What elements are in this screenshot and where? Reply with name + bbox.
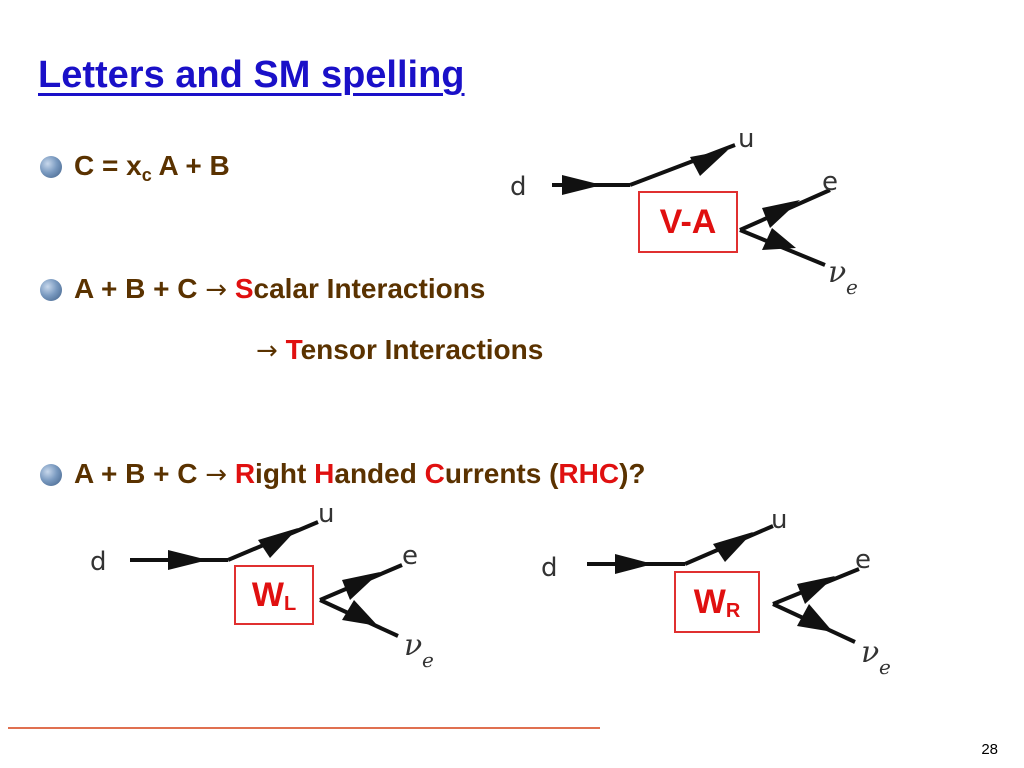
nu-sub-label: e [846,275,858,299]
arrow-icon [762,200,800,228]
d-label: d [541,553,558,583]
bullet-icon [40,156,62,178]
bullet-3-r: R [234,458,256,489]
bullet-2-lhs: A + B + C [74,273,206,304]
arrow-icon [615,554,653,574]
nu-label: ν [828,255,846,290]
w-right-main: W [693,582,726,621]
bullet-2b-t: T [285,334,301,365]
d-label: d [90,547,107,577]
page-title: Letters and SM spelling [38,54,465,96]
bullet-3-rhc: RHC [558,458,620,489]
e-label: e [855,545,871,575]
arrow-icon [562,175,602,195]
arrow-icon [713,532,753,562]
feynman-diagram-wl: d u e ν e [90,499,434,672]
arrow-icon [797,576,835,604]
bullet-2b: → Tensor Interactions [256,334,543,366]
bullet-1-c: C = x [74,150,142,181]
bullet-2-s: S [234,273,254,304]
bullet-1-rest: A + B [151,150,230,181]
u-label: u [771,505,787,535]
bullet-3-lhs: A + B + C [74,458,206,489]
arrow-icon [690,150,728,176]
arrow-icon [342,600,378,626]
feynman-diagram-vma: d u e ν e [510,124,858,299]
right-arrow-icon: → [205,460,228,490]
bullet-3-h: H [314,458,335,489]
bullet-3-c: C [424,458,445,489]
arrow-icon [762,228,796,250]
bullet-1-sub: c [141,165,152,185]
w-left-main: W [251,575,284,614]
u-label: u [738,124,754,154]
nu-sub-label: e [879,655,891,679]
w-left-sub: L [283,592,297,615]
v-minus-a-label: V-A [638,191,738,253]
bullet-3-urrents: urrents ( [444,458,559,489]
u-label: u [318,499,334,529]
bullet-2b-tensor: ensor Interactions [300,334,544,365]
right-arrow-icon: → [256,336,278,366]
u-quark-line [629,143,736,187]
arrow-icon [342,572,380,600]
footer-divider [8,727,600,729]
d-label: d [510,172,527,202]
v-minus-a-text: V-A [659,202,717,241]
nu-label: ν [861,635,879,670]
bullet-2-scalar: calar Interactions [253,273,486,304]
bullet-3-close: )? [619,458,646,489]
bullet-icon [40,464,62,486]
bullet-3-anded: anded [334,458,425,489]
bullet-3-ight: ight [255,458,315,489]
nu-sub-label: e [422,648,434,672]
arrow-icon [168,550,208,570]
arrow-icon [258,528,298,558]
right-arrow-icon: → [205,275,228,305]
nu-label: ν [404,628,422,663]
arrow-icon [797,604,833,632]
e-label: e [822,167,838,197]
e-label: e [402,541,418,571]
page-number: 28 [981,741,998,758]
bullet-icon [40,279,62,301]
feynman-diagram-wr: d u e ν e [541,505,891,679]
w-right-sub: R [725,599,741,622]
